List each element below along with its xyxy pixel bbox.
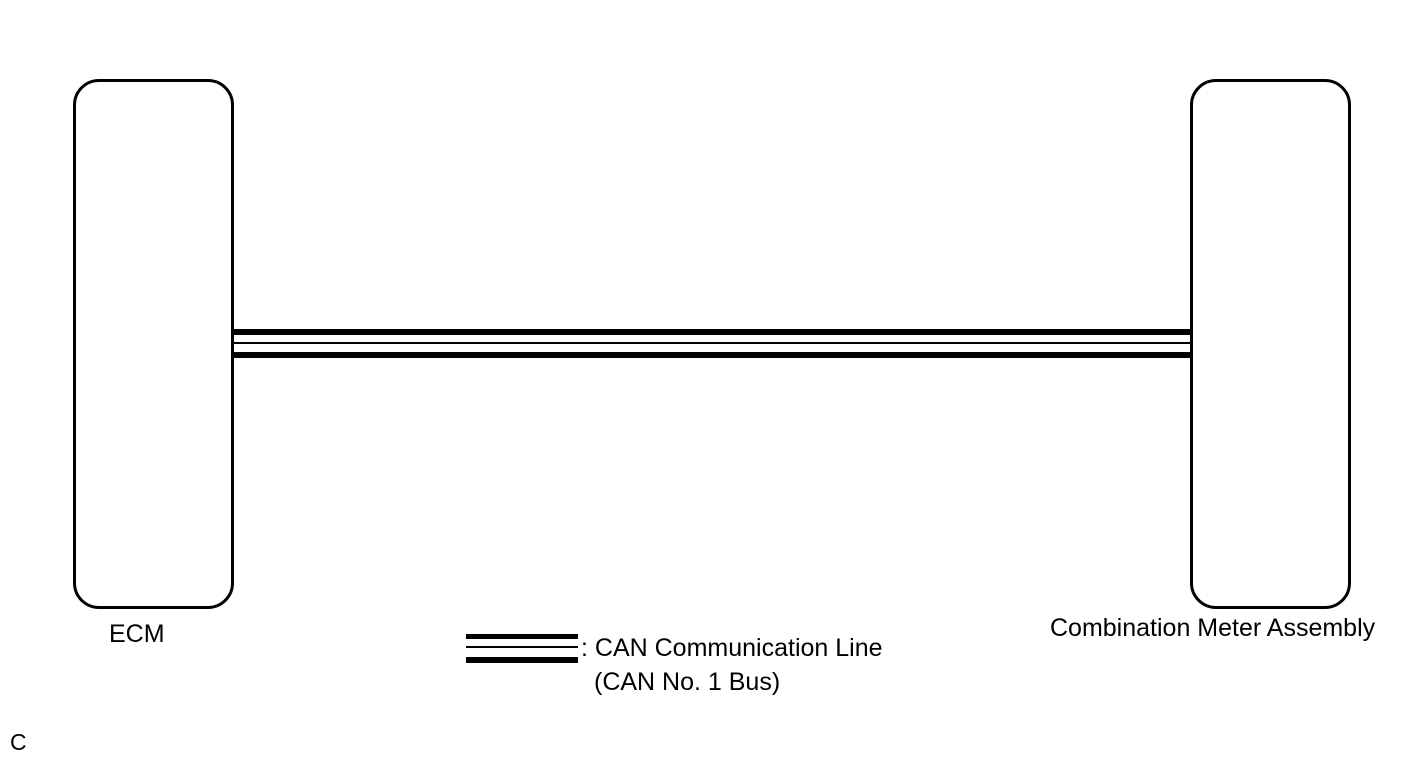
can-bus-line-bottom: [232, 352, 1192, 358]
legend-text-line2: (CAN No. 1 Bus): [594, 668, 781, 696]
ecm-label: ECM: [109, 620, 165, 648]
legend-text-line1: : CAN Communication Line: [581, 634, 883, 662]
legend-line-symbol-top: [466, 634, 578, 639]
combination-meter-label: Combination Meter Assembly: [1050, 614, 1376, 642]
legend-line-symbol-middle: [466, 646, 578, 648]
can-bus-line-middle: [232, 342, 1192, 344]
can-bus-line-top: [232, 329, 1192, 335]
legend-line-symbol-bottom: [466, 657, 578, 663]
ecm-node-box: [73, 79, 234, 609]
figure-code: C: [10, 729, 27, 755]
combination-meter-node-box: [1190, 79, 1351, 609]
